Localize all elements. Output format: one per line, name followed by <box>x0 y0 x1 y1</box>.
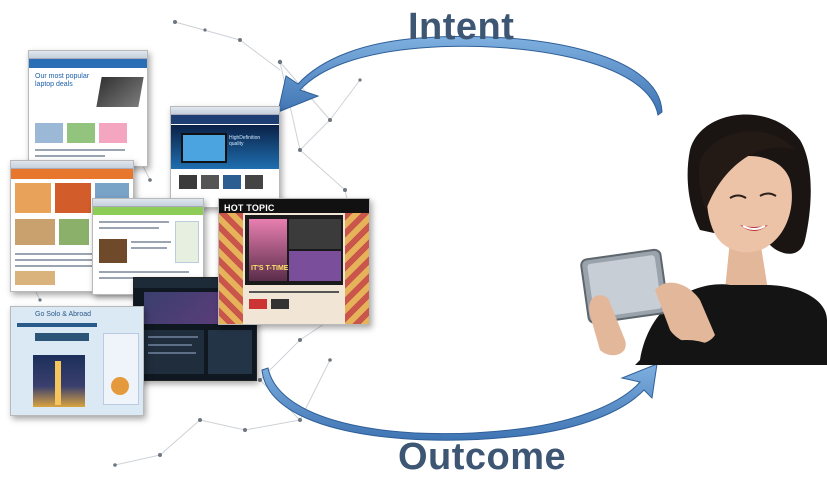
laptop-website-screenshot: Our most popular laptop deals <box>28 50 148 167</box>
retail-headline: HighDefinition quality <box>229 135 261 147</box>
hottopic-banner: IT'S T-TIME <box>251 265 289 272</box>
travel-header: Go Solo & Abroad <box>35 311 92 318</box>
outcome-label: Outcome <box>398 436 567 478</box>
hottopic-website-screenshot: HOT TOPIC IT'S T-TIME <box>218 198 370 325</box>
hottopic-brand: HOT TOPIC <box>224 203 275 213</box>
travel-website-screenshot: Go Solo & Abroad <box>10 306 144 416</box>
intent-label: Intent <box>408 6 515 48</box>
laptop-headline: Our most popular laptop deals <box>35 73 90 88</box>
